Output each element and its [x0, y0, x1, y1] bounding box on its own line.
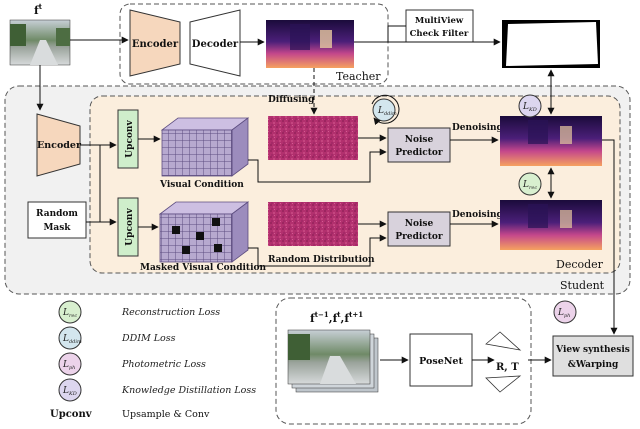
teacher-label: Teacher: [336, 70, 381, 83]
svg-text:Predictor: Predictor: [395, 148, 443, 158]
upconv-top: Upconv: [117, 109, 139, 169]
legend-item-ph: Lph Photometric Loss: [58, 352, 206, 376]
teacher-decoder: Decoder: [189, 9, 241, 77]
student-label: Student: [560, 279, 605, 292]
denoising-label-bottom: Denoising: [452, 210, 504, 220]
svg-text:LKD: LKD: [62, 386, 77, 397]
svg-text:Encoder: Encoder: [132, 39, 179, 50]
teacher-encoder: Encoder: [129, 9, 181, 77]
frames-seq-label: ft−1,ft,ft+1: [310, 310, 363, 325]
svg-text:Encoder: Encoder: [37, 140, 82, 151]
svg-text:Lph: Lph: [557, 308, 570, 319]
diffusing-label: Diffusing: [268, 95, 315, 105]
student-encoder: Encoder: [36, 113, 82, 177]
svg-text:Lph: Lph: [62, 360, 75, 371]
legend-item-rec: Lrec Reconstruction Loss: [58, 300, 220, 324]
posenet-box: PoseNet: [409, 333, 473, 387]
svg-text:PoseNet: PoseNet: [419, 356, 463, 367]
svg-text:DDIM Loss: DDIM Loss: [121, 333, 176, 344]
frame-t-label: ft: [34, 2, 43, 17]
svg-text:Upconv: Upconv: [125, 208, 135, 246]
svg-text:MultiView: MultiView: [415, 16, 464, 26]
svg-text:Lrec: Lrec: [522, 180, 537, 191]
svg-text:Decoder: Decoder: [192, 39, 239, 50]
student-depth-top: [500, 116, 602, 166]
svg-text:Noise: Noise: [405, 135, 434, 145]
visual-condition-grid: [160, 117, 250, 177]
kd-loss-badge: LKD: [518, 94, 542, 118]
svg-text:Check Filter: Check Filter: [410, 29, 469, 39]
student-depth-bottom: [500, 200, 602, 250]
view-synthesis-box: View synthesis &Warping: [552, 335, 634, 377]
denoising-label-top: Denoising: [452, 123, 504, 133]
svg-text:Upconv: Upconv: [125, 120, 135, 158]
svg-text:&Warping: &Warping: [568, 360, 619, 370]
noise-map-top: [268, 116, 358, 160]
masked-visual-condition-grid: [158, 201, 250, 263]
svg-text:Random: Random: [36, 209, 78, 219]
sequence-frames-image: [287, 329, 379, 393]
multiview-check-filter: MultiView Check Filter: [405, 9, 474, 43]
random-distribution-label: Random Distribution: [268, 255, 375, 265]
noise-predictor-top: Noise Predictor: [387, 127, 451, 163]
legend-item-kd: LKD Knowledge Distillation Loss: [58, 378, 256, 402]
legend: Lrec Reconstruction Loss Lddim DDIM Loss…: [50, 300, 256, 420]
upconv-bottom: Upconv: [117, 197, 139, 257]
legend-item-upconv: Upconv Upsample & Conv: [50, 409, 210, 420]
svg-text:Upsample & Conv: Upsample & Conv: [122, 409, 210, 420]
svg-text:Reconstruction Loss: Reconstruction Loss: [121, 307, 220, 318]
teacher-depth-map: [266, 20, 354, 68]
visual-condition-label: Visual Condition: [159, 180, 244, 190]
decoder-label: Decoder: [556, 258, 604, 271]
svg-text:Photometric Loss: Photometric Loss: [121, 359, 206, 370]
noise-map-bottom: [268, 202, 358, 246]
photometric-loss-badge: Lph: [553, 300, 577, 324]
noise-predictor-bottom: Noise Predictor: [387, 211, 451, 247]
svg-text:Predictor: Predictor: [395, 232, 443, 242]
ddim-loss-badge: Lddim: [371, 94, 400, 126]
rt-label: R, T: [496, 362, 519, 373]
svg-text:Upconv: Upconv: [50, 409, 93, 420]
svg-text:Lrec: Lrec: [62, 308, 77, 319]
svg-text:Mask: Mask: [43, 223, 71, 233]
camera-frustum-icon: [485, 331, 522, 393]
svg-text:Lddim: Lddim: [377, 106, 397, 117]
mask-output: [502, 20, 600, 68]
svg-text:Knowledge Distillation Loss: Knowledge Distillation Loss: [121, 385, 256, 396]
input-frame-image: [9, 19, 71, 66]
svg-text:Noise: Noise: [405, 219, 434, 229]
rec-loss-badge: Lrec: [518, 172, 542, 196]
svg-text:Lddim: Lddim: [62, 334, 82, 345]
svg-text:View synthesis: View synthesis: [555, 345, 630, 355]
random-mask-box: Random Mask: [27, 201, 87, 239]
legend-item-ddim: Lddim DDIM Loss: [58, 326, 176, 350]
masked-visual-condition-label: Masked Visual Condition: [140, 263, 266, 273]
svg-text:LKD: LKD: [522, 102, 537, 113]
